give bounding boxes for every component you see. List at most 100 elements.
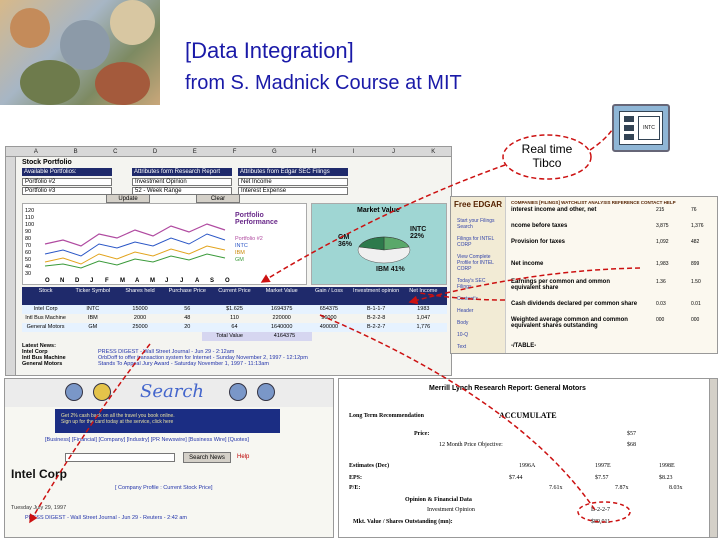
opinion-section-title: Opinion & Financial Data (405, 497, 472, 503)
table-header-cell: Ticker Symbol (75, 288, 111, 294)
column-header-b[interactable]: B (73, 149, 78, 155)
update-button[interactable]: Update (106, 194, 150, 203)
column-header-j[interactable]: J (391, 149, 395, 155)
edgar-sidebar-link[interactable]: Content's (457, 296, 478, 302)
edgar-line-label: Provision for taxes (511, 239, 566, 245)
column-header-i[interactable]: I (352, 149, 355, 155)
research-attributes-label: Attributes form Research Report (132, 168, 232, 176)
nav-news-icon[interactable] (65, 383, 83, 401)
price-label: Price: (414, 431, 430, 437)
edgar-sidebar-link[interactable]: 10-Q (457, 332, 469, 338)
category-links[interactable]: [Business] [Financial] [Company] [Indust… (45, 437, 249, 443)
nav-help-icon[interactable] (229, 383, 247, 401)
column-header-k[interactable]: K (431, 149, 436, 155)
help-link[interactable]: Help (237, 454, 250, 460)
x-tick-label: M (150, 278, 155, 284)
column-header-h[interactable]: H (311, 149, 317, 155)
edgar-line-value-1: 1.36 (656, 279, 666, 285)
edgar-line-value-2: 0.01 (691, 301, 701, 307)
y-tick-label: 90 (25, 229, 31, 235)
edgar-sidebar-link[interactable]: Start your Filings Search (457, 218, 495, 230)
y-tick-label: 60 (25, 250, 31, 256)
column-header-d[interactable]: D (152, 149, 158, 155)
objective-value: $68 (627, 442, 636, 448)
column-header-a[interactable]: A (33, 149, 38, 155)
news-headline[interactable]: Stands To Appeal Jury Award - Saturday N… (98, 361, 269, 367)
table-cell: B-2-2-7 (366, 324, 386, 330)
x-tick-label: D (75, 278, 80, 284)
x-tick-label: J (165, 278, 168, 284)
pe-value-3: 8.03x (669, 485, 683, 491)
edgar-attribute-select-2[interactable]: Interest Expense (238, 187, 348, 195)
x-tick-label: S (210, 278, 214, 284)
table-cell: 25000 (132, 324, 148, 330)
table-cell: 15000 (132, 306, 148, 312)
pe-value-2: 7.87x (615, 485, 629, 491)
table-header-cell: Current Price (218, 288, 251, 294)
nav-home-icon[interactable] (93, 383, 111, 401)
performance-chart-title: Portfolio Performance (235, 212, 278, 226)
ad-banner[interactable]: Get 2% cash back on all the travel you b… (55, 409, 280, 433)
y-tick-label: 80 (25, 236, 31, 242)
total-value-label: Total Value (216, 333, 243, 339)
x-tick-label: A (195, 278, 200, 284)
edgar-sidebar-link[interactable]: Today's SEC Filings (457, 278, 486, 290)
merrill-lynch-report-window[interactable]: Merrill Lynch Research Report: General M… (338, 378, 718, 538)
news-headline-link[interactable]: PRESS DIGEST - Wall Street Journal - Jun… (25, 515, 188, 521)
connector-tibco-icon (589, 129, 613, 151)
search-news-button[interactable]: Search News (183, 452, 231, 463)
total-value-row: Total Value 4164375 (202, 332, 312, 341)
column-header-f[interactable]: F (232, 149, 237, 155)
news-search-window[interactable]: Search Get 2% cash back on all the trave… (4, 378, 334, 538)
performance-legend: Portfolio #2 INTC IBM GM (235, 236, 263, 264)
edgar-line-value-2: 1,376 (691, 223, 704, 229)
column-header-c[interactable]: C (113, 149, 118, 155)
table-cell: INTC (86, 306, 100, 312)
tibco-label-line2: Tibco (532, 156, 562, 170)
edgar-header-tabs[interactable]: COMPANIES [FILINGS] WATCHLIST ANALYSIS R… (511, 200, 676, 205)
edgar-line-value-2: 000 (691, 317, 700, 323)
news-headline[interactable]: PRESS DIGEST - Wall Street Journal - Jun… (98, 349, 235, 355)
edgar-sidebar-link[interactable]: Body (457, 320, 469, 326)
nav-info-icon[interactable] (257, 383, 275, 401)
row-number-column (6, 157, 16, 375)
pe-value-1: 7.61x (549, 485, 563, 491)
portfolio-select-1[interactable]: Portfolio #2 (22, 178, 112, 186)
edgar-line-value-1: 215 (656, 207, 665, 213)
edgar-sidebar-link[interactable]: View Complete Profile for INTEL CORP (457, 254, 494, 272)
table-cell: 1,776 (416, 324, 431, 330)
table-cell: $1.625 (226, 306, 243, 312)
research-attribute-select-2[interactable]: 52 - Week Range (132, 187, 232, 195)
objective-label: 12 Month Price Objective: (439, 442, 503, 448)
edgar-line-value-2: 1.50 (691, 279, 701, 285)
table-header-cell: Investment opinion (353, 288, 400, 294)
table-cell: IBM (87, 315, 98, 321)
edgar-line-label: Earnings per common and ommon equivalent… (511, 279, 611, 291)
search-input[interactable] (65, 453, 175, 462)
table-cell: 490000 (319, 324, 339, 330)
column-header-g[interactable]: G (271, 149, 277, 155)
edgar-sidebar-link[interactable]: Text (457, 344, 467, 350)
portfolio-select-2[interactable]: Portfolio #3 (22, 187, 112, 195)
company-profile-links[interactable]: [ Company Profile : Current Stock Price] (115, 485, 213, 491)
clear-button[interactable]: Clear (196, 194, 240, 203)
column-header-e[interactable]: E (192, 149, 197, 155)
tibco-label-line1: Real time (521, 142, 573, 156)
edgar-attribute-select-1[interactable]: Net Income (238, 178, 348, 186)
company-title: Intel Corp (11, 467, 67, 481)
edgar-line-value-2: 482 (691, 239, 700, 245)
research-attribute-select-1[interactable]: Investment Opinion (132, 178, 232, 186)
news-headline[interactable]: OrbDoff to offer transaction system for … (98, 355, 308, 361)
edgar-sidebar-link[interactable]: Filings for INTEL CORP (457, 236, 495, 248)
edgar-sidebar-link[interactable]: Header (457, 308, 474, 314)
report-scrollbar[interactable] (709, 379, 717, 537)
table-cell: GM (88, 324, 98, 330)
